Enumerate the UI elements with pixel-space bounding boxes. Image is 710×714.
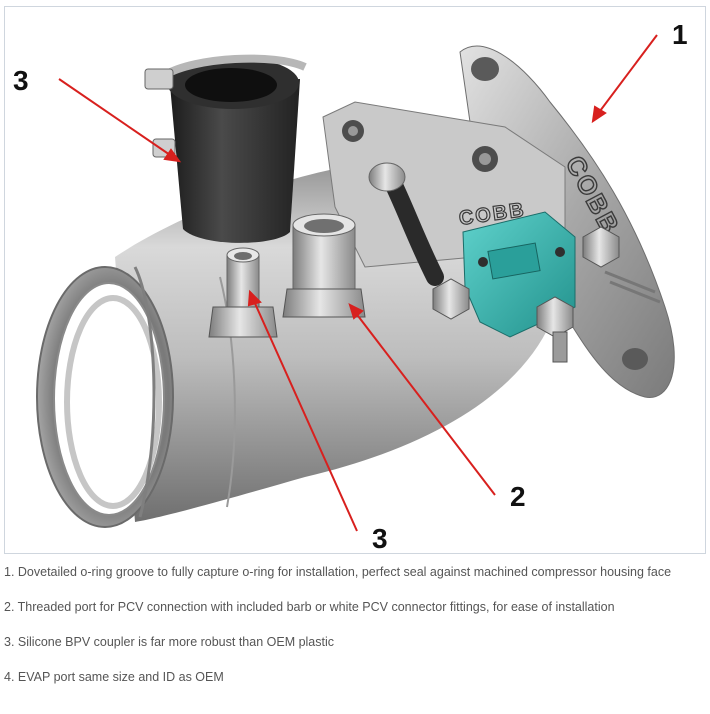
callout-label-3-top: 3 bbox=[13, 65, 29, 96]
arrow-2 bbox=[354, 311, 496, 496]
caption-2: 2. Threaded port for PCV connection with… bbox=[4, 600, 615, 614]
hex-fitting-bottom bbox=[536, 296, 574, 338]
hex-fitting-right bbox=[582, 226, 620, 268]
callout-arrows bbox=[58, 34, 658, 532]
callout-label-1: 1 bbox=[672, 19, 688, 50]
arrow-1 bbox=[596, 34, 658, 116]
callout-label-2: 2 bbox=[510, 481, 526, 512]
caption-3: 3. Silicone BPV coupler is far more robu… bbox=[4, 635, 335, 649]
arrow-3-bottom bbox=[252, 298, 358, 532]
hose-clamp bbox=[162, 54, 307, 79]
hex-fitting-left bbox=[432, 278, 470, 320]
bpv-coupler bbox=[170, 79, 300, 243]
caption-1: 1. Dovetailed o-ring groove to fully cap… bbox=[4, 565, 672, 579]
callout-label-3-bottom: 3 bbox=[372, 523, 388, 554]
arrow-3-top bbox=[58, 78, 174, 158]
caption-4: 4. EVAP port same size and ID as OEM bbox=[4, 670, 224, 684]
product-illustration: COBB COBB bbox=[4, 6, 706, 554]
feature-captions: 1. Dovetailed o-ring groove to fully cap… bbox=[4, 562, 704, 702]
throttle-pipe-render: COBB COBB bbox=[36, 34, 675, 532]
